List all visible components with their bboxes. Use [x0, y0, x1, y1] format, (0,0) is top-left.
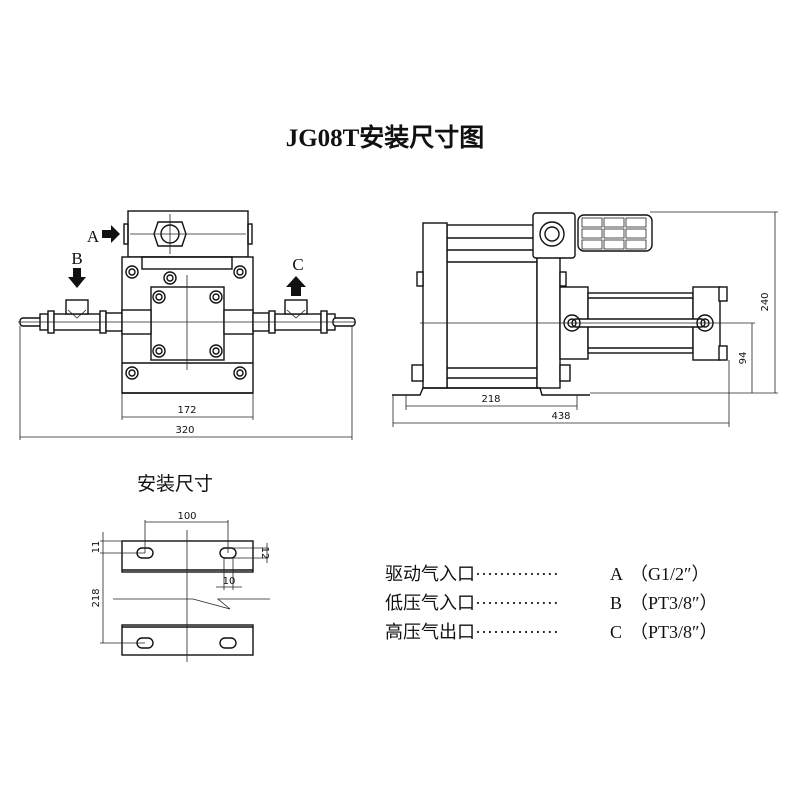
svg-text:高压气出口: 高压气出口	[385, 622, 475, 642]
dim-218-side: 218	[481, 394, 500, 405]
port-b-label: B	[71, 249, 82, 268]
mounting-view: 安装尺寸 100 11 218 12 10	[91, 473, 270, 662]
arrow-up-icon	[286, 276, 306, 296]
dim-240: 240	[760, 292, 771, 311]
svg-text:A: A	[610, 564, 623, 584]
bolts	[125, 265, 247, 380]
dim-218-mount: 218	[91, 588, 102, 607]
port-legend: 驱动气入口 ·············· A （G1/2″） 低压气入口 ···…	[385, 564, 718, 642]
arrow-right-icon	[102, 225, 120, 243]
muffler	[577, 214, 653, 252]
side-view: 240 94 218 438	[392, 211, 778, 427]
left-end-cap	[422, 222, 448, 389]
svg-text:B: B	[610, 593, 622, 613]
dim-94: 94	[738, 352, 749, 365]
svg-text:··············: ··············	[475, 593, 559, 613]
svg-text:··············: ··············	[475, 622, 559, 642]
front-view: A B C 172 320	[18, 210, 356, 440]
dim-11: 11	[91, 541, 102, 554]
svg-text:（G1/2″）: （G1/2″）	[630, 564, 710, 584]
base-plate	[392, 387, 590, 396]
dim-12: 12	[259, 547, 270, 560]
dim-320: 320	[175, 425, 194, 436]
dim-100: 100	[177, 511, 196, 522]
svg-text:C: C	[610, 622, 622, 642]
dim-438: 438	[551, 411, 570, 422]
mounting-heading: 安装尺寸	[137, 473, 213, 495]
svg-text:驱动气入口: 驱动气入口	[385, 564, 475, 584]
middle-end-cap	[536, 256, 561, 389]
legend-item-a: 驱动气入口 ·············· A （G1/2″）	[385, 564, 710, 584]
port-a-label: A	[87, 227, 100, 246]
center-flange	[150, 286, 225, 361]
svg-text:低压气入口: 低压气入口	[385, 593, 475, 613]
arrow-down-icon	[68, 268, 86, 288]
port-c-label: C	[292, 255, 303, 274]
valve-block	[532, 212, 576, 259]
dim-10: 10	[223, 576, 236, 587]
muffler-grid	[581, 217, 647, 250]
top-mount-plate	[121, 540, 254, 573]
svg-text:··············: ··············	[475, 564, 559, 584]
legend-item-c: 高压气出口 ·············· C （PT3/8″）	[385, 622, 718, 642]
legend-item-b: 低压气入口 ·············· B （PT3/8″）	[385, 593, 718, 613]
svg-text:（PT3/8″）: （PT3/8″）	[630, 622, 718, 642]
drawing-title: JG08T安装尺寸图	[286, 123, 485, 152]
svg-text:（PT3/8″）: （PT3/8″）	[630, 593, 718, 613]
bottom-mount-plate	[121, 624, 254, 656]
dim-172: 172	[177, 405, 196, 416]
